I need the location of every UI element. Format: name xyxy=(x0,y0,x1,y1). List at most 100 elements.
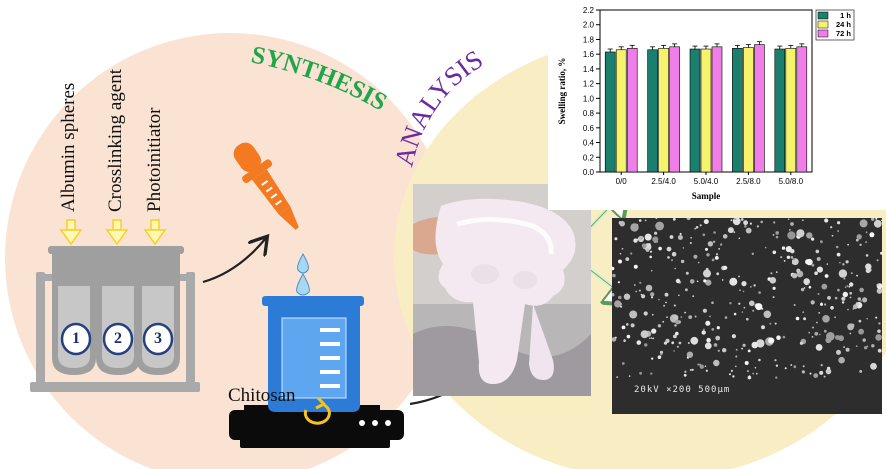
sem-particle xyxy=(680,259,685,264)
sem-particle xyxy=(644,233,652,241)
sem-particle xyxy=(822,315,830,323)
sem-particle xyxy=(808,285,812,289)
sem-particle xyxy=(616,376,619,378)
x-axis-label: Sample xyxy=(692,191,721,201)
sem-particle xyxy=(673,304,676,307)
sem-particle xyxy=(703,328,705,331)
sem-particle xyxy=(845,260,849,264)
sem-particle xyxy=(713,343,718,347)
sem-particle xyxy=(754,366,757,369)
sem-particle xyxy=(727,227,734,234)
sem-particle xyxy=(847,308,849,311)
sem-particle xyxy=(743,306,746,309)
bar xyxy=(669,46,680,173)
sem-particle xyxy=(673,314,679,320)
y-tick-label: 0.8 xyxy=(583,109,595,118)
sem-particle xyxy=(841,296,846,301)
sem-particle xyxy=(742,343,746,347)
sem-particle xyxy=(658,298,660,301)
sem-particle xyxy=(756,225,759,228)
sem-particle xyxy=(699,363,702,366)
sem-particle xyxy=(716,272,720,276)
bar xyxy=(647,49,658,173)
swelling-ratio-chart: 0.00.20.40.60.81.01.21.41.61.82.02.2Swel… xyxy=(548,0,886,210)
sem-particle xyxy=(815,344,823,351)
sem-particle xyxy=(784,367,787,370)
sem-particle xyxy=(619,252,622,255)
sem-particle xyxy=(678,341,682,345)
sem-particle xyxy=(814,331,819,336)
sem-particle xyxy=(834,296,838,300)
sem-particle xyxy=(790,222,794,226)
sem-particle xyxy=(755,303,763,311)
sem-particle xyxy=(733,218,737,221)
sem-particle xyxy=(880,219,882,222)
sem-particle xyxy=(626,334,631,339)
sem-particle xyxy=(630,252,633,255)
sem-particle xyxy=(623,338,626,341)
sem-particle xyxy=(675,320,680,325)
bar xyxy=(658,47,669,173)
sem-particle xyxy=(730,369,733,372)
sem-particle xyxy=(657,324,662,328)
sem-particle xyxy=(836,349,841,355)
sem-particle xyxy=(878,322,881,325)
sem-particles xyxy=(612,218,882,414)
sem-particle xyxy=(792,258,795,261)
sem-particle xyxy=(846,285,849,287)
sem-particle xyxy=(753,284,756,287)
sem-particle xyxy=(651,328,657,334)
sem-particle xyxy=(747,349,751,353)
tube-badge-2 xyxy=(102,322,134,356)
sem-particle xyxy=(690,336,699,345)
sem-particle xyxy=(655,218,658,220)
sem-particle xyxy=(799,341,803,345)
sem-particle xyxy=(763,310,772,319)
sem-particle xyxy=(865,263,872,270)
sem-particle xyxy=(752,309,755,312)
sem-particle xyxy=(850,272,853,275)
sem-particle xyxy=(739,289,741,291)
sem-particle xyxy=(705,369,708,372)
sem-particle xyxy=(697,363,700,366)
sem-particle xyxy=(709,315,711,318)
sem-particle xyxy=(847,323,854,331)
sem-particle xyxy=(650,292,655,297)
sem-particle xyxy=(619,220,625,227)
y-tick-label: 1.6 xyxy=(583,50,595,59)
sem-particle xyxy=(705,279,712,286)
sem-particle xyxy=(743,220,748,226)
sem-particle xyxy=(760,220,763,224)
tube-number-2: 2 xyxy=(114,330,122,347)
sem-particle xyxy=(756,339,765,348)
sem-particle xyxy=(676,345,679,348)
sem-particle xyxy=(837,221,841,225)
sem-particle xyxy=(694,227,697,230)
sem-particle xyxy=(625,257,630,261)
sem-particle xyxy=(865,241,868,244)
sem-particle xyxy=(790,256,794,259)
sem-particle xyxy=(860,300,862,302)
y-tick-label: 1.2 xyxy=(583,80,595,89)
sem-particle xyxy=(826,332,835,341)
tube-badge-3 xyxy=(142,322,174,356)
sem-particle xyxy=(747,375,752,380)
sem-particle xyxy=(775,364,779,367)
sem-particle xyxy=(673,350,675,352)
sem-particle xyxy=(665,301,667,304)
sem-particle xyxy=(671,341,675,345)
sem-particle xyxy=(738,237,741,240)
sem-particle xyxy=(703,279,707,283)
sem-particle xyxy=(618,259,622,264)
sem-particle xyxy=(621,325,626,330)
sem-particle xyxy=(816,266,823,273)
sem-particle xyxy=(849,291,853,295)
sem-particle xyxy=(652,337,655,340)
sem-particle xyxy=(877,348,882,353)
sem-particle xyxy=(654,240,657,244)
sem-particle xyxy=(820,240,823,244)
sem-particle xyxy=(856,274,858,277)
sem-particle xyxy=(703,269,711,278)
sem-particle xyxy=(705,247,708,251)
sem-particle xyxy=(711,328,715,331)
